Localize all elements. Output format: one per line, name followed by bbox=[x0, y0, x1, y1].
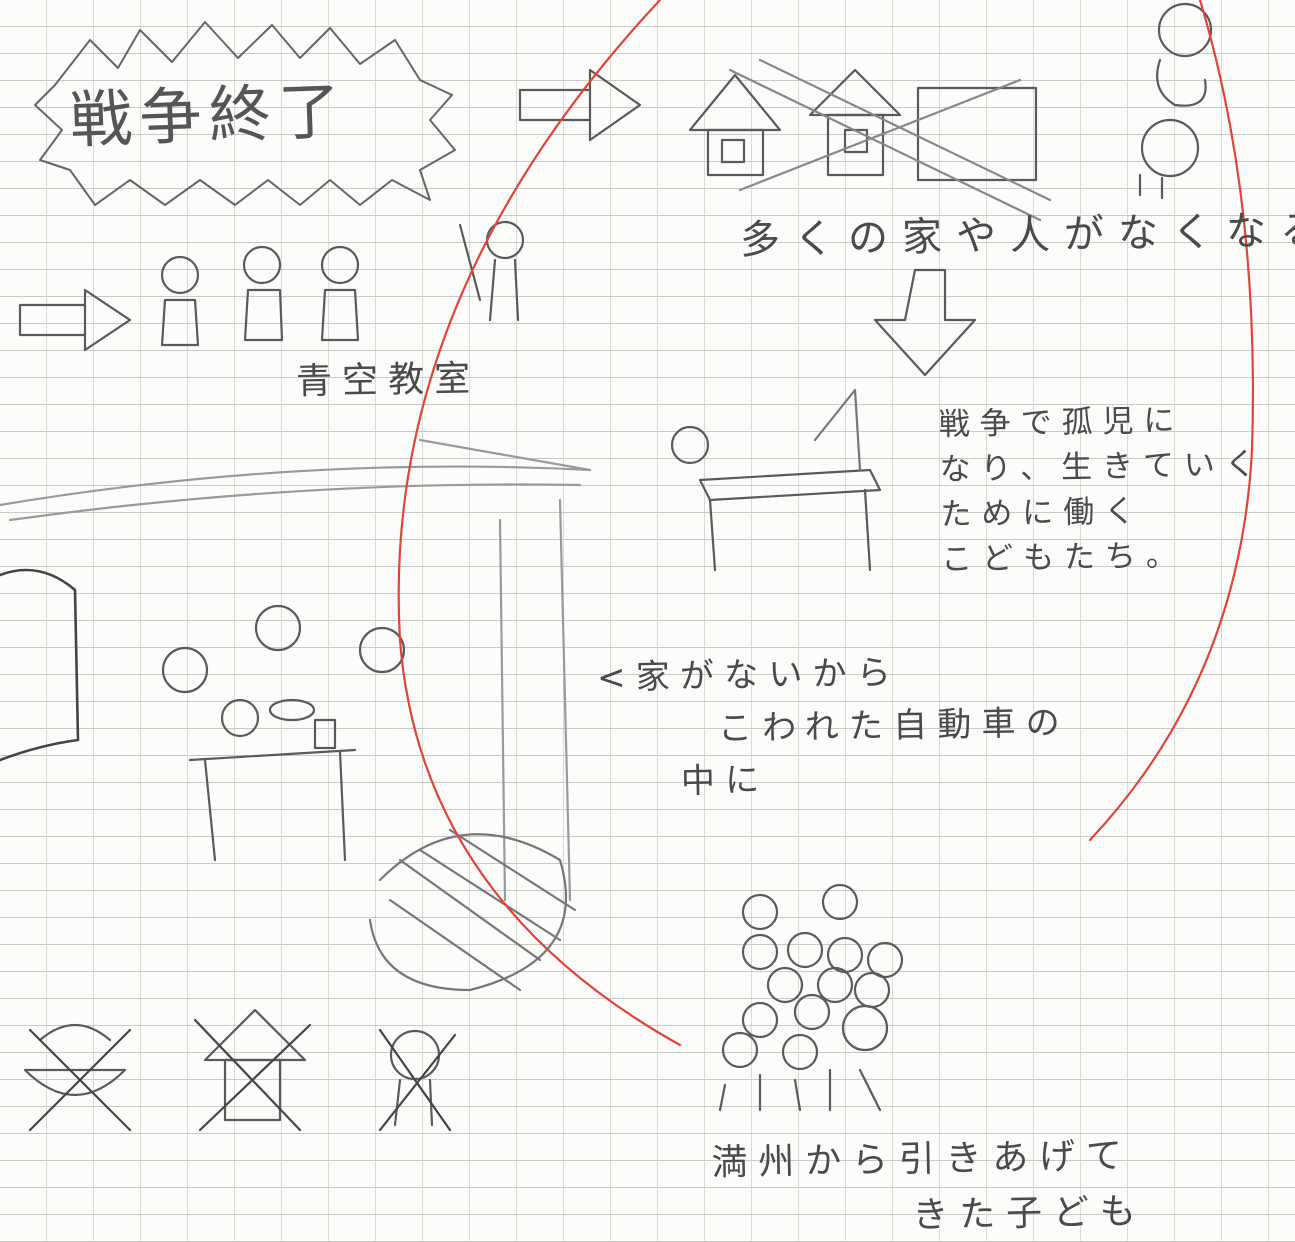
house-icon bbox=[688, 73, 782, 177]
house-icon bbox=[808, 68, 902, 177]
red-ellipse-mark bbox=[397, 0, 1255, 1047]
crossed-person-icon bbox=[378, 1028, 457, 1132]
caption-line: こわれた自動車の bbox=[717, 702, 1071, 749]
aozora-label: 青空教室 bbox=[295, 358, 481, 403]
arrow-right-icon bbox=[518, 68, 642, 142]
caption-line: ために働く bbox=[940, 493, 1146, 533]
children-group-icon bbox=[718, 883, 904, 1112]
building-icon bbox=[916, 86, 1038, 182]
caption-line: 満州から引きあげて bbox=[711, 1135, 1134, 1184]
person-icon bbox=[1138, 2, 1213, 200]
arrow-right-icon bbox=[18, 288, 132, 352]
orphan-working-icon bbox=[670, 388, 882, 572]
arrow-down-icon bbox=[873, 268, 977, 377]
cross-out-mark bbox=[728, 58, 1052, 222]
shadow-scribble bbox=[368, 828, 577, 992]
caption-line: 中に bbox=[680, 760, 770, 803]
orphans-caption: 戦争で孤児に なり、生きていく ために働く こどもたち。 bbox=[938, 397, 1267, 582]
teacher-icon bbox=[458, 220, 525, 322]
no-home-caption: <家がないから こわれた自動車の 中に bbox=[597, 644, 1072, 810]
manchuria-caption: 満州から引きあげて きた子ども bbox=[711, 1128, 1147, 1242]
page-title: 戦争終了 bbox=[68, 74, 349, 157]
caption-line: なり、生きていく bbox=[939, 446, 1267, 488]
students-icon bbox=[160, 245, 360, 347]
blackboard-icon bbox=[0, 568, 80, 762]
title-burst bbox=[34, 21, 456, 206]
caption-line: きた子ども bbox=[912, 1191, 1147, 1237]
crossed-house-icon bbox=[193, 1008, 312, 1132]
crossed-food-icon bbox=[23, 1023, 132, 1132]
caption-line: こどもたち。 bbox=[940, 537, 1188, 578]
caption-line: <家がないから bbox=[596, 652, 902, 699]
kids-at-table-icon bbox=[161, 604, 406, 862]
caption-line: 戦争で孤児に bbox=[938, 402, 1185, 443]
